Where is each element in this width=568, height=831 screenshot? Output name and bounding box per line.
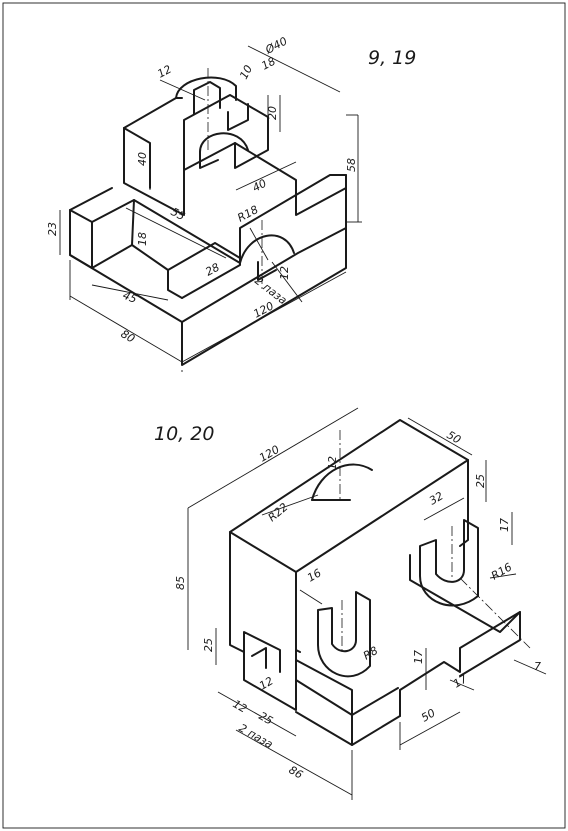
lug-right (419, 519, 479, 607)
dim-line-86 (235, 729, 353, 796)
dim-40-horizontal: 40 (250, 177, 268, 195)
dim-120-b: 120 (257, 443, 282, 465)
base-step-left (243, 649, 301, 711)
dim-28: 28 (203, 261, 221, 279)
dim-line-120 (181, 271, 347, 363)
dim-18-left: 18 (136, 232, 149, 246)
dim-line-32 (423, 497, 465, 521)
base-outline (69, 174, 347, 366)
dim-25-bottom: 25 (257, 709, 276, 727)
dim-18-top: 18 (259, 55, 277, 73)
dim-55: 55 (169, 205, 187, 223)
dim-r22: R22 (266, 500, 291, 524)
dim-7: 7 (534, 660, 541, 673)
dim-58: 58 (345, 158, 358, 172)
dim-line-55 (125, 207, 227, 259)
dim-r16: R16 (489, 561, 514, 583)
variant-label-1: 9, 19 (368, 47, 416, 69)
dim-85: 85 (174, 576, 187, 590)
dim-r8: R8 (361, 644, 380, 663)
dim-80: 80 (119, 327, 138, 345)
dim-line-d40 (247, 45, 341, 93)
dim-25-right: 25 (474, 474, 487, 488)
dim-line-40h (235, 161, 297, 191)
dim-12-b: 12 (231, 697, 250, 715)
dim-17-right: 17 (498, 518, 511, 532)
dim-23: 23 (46, 222, 59, 236)
dim-32: 32 (427, 489, 446, 507)
dim-40-vertical: 40 (136, 152, 149, 166)
variant-label-2: 10, 20 (154, 423, 214, 445)
dim-12-top: 12 (155, 63, 173, 81)
dim-25-left: 25 (202, 638, 215, 652)
dim-12-slot: 12 (278, 266, 291, 280)
dim-line-16 (299, 589, 323, 605)
dim-50-top: 50 (445, 428, 464, 446)
dim-r18: R18 (235, 203, 260, 225)
dim-17-low: 17 (451, 672, 470, 690)
dim-10: 10 (237, 63, 255, 81)
part-drawing-1: 9, 19 Ø40 12 10 18 20 40 58 40 55 23 18 … (46, 35, 416, 372)
top-arc (311, 463, 373, 501)
dim-17-mid: 17 (412, 650, 425, 664)
dim-line-50-top (407, 417, 473, 456)
dim-line-120 (187, 407, 359, 509)
dim-16: 16 (305, 566, 324, 584)
dim-diameter-40: Ø40 (262, 35, 289, 58)
dim-line-12 (159, 79, 206, 101)
dim-12-a: 12 (257, 674, 276, 692)
dim-86: 86 (287, 763, 306, 781)
part-drawing-2: 10, 20 120 50 12 25 R22 32 17 85 16 R16 … (154, 407, 547, 800)
dim-line-50-bottom (399, 711, 461, 746)
dim-line-25-bottom (217, 691, 297, 737)
slot-arc (239, 234, 295, 264)
dim-20: 20 (266, 106, 279, 120)
lug-left (317, 591, 371, 678)
dim-line-45 (91, 284, 169, 301)
dim-45: 45 (121, 289, 139, 306)
dim-line-80 (69, 295, 183, 363)
main-block-left (229, 531, 245, 653)
dim-12-top-b: 12 (326, 456, 339, 470)
dim-50-bottom: 50 (419, 706, 438, 724)
